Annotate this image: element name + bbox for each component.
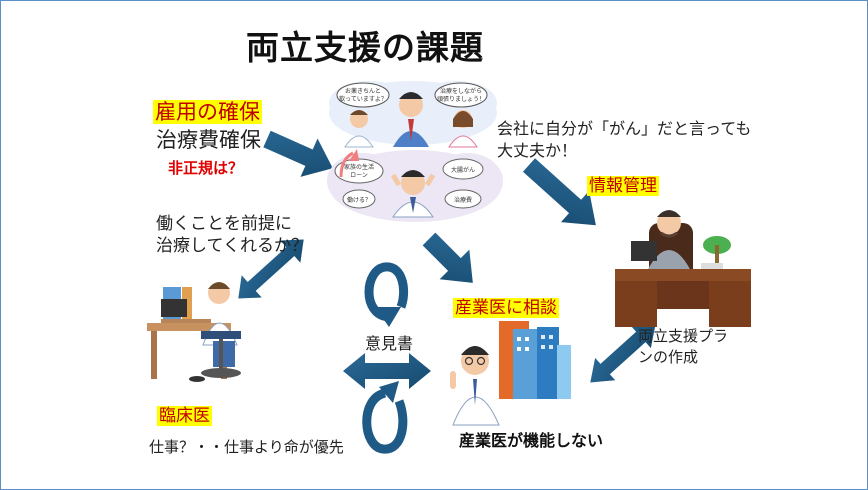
businessman-figure [393, 92, 429, 147]
bubble-bottom-left-2: 働ける？ [347, 196, 371, 204]
occupational-consult-text: 産業医に相談 [453, 298, 559, 318]
bubble-bottom-right-2: 治療費 [454, 196, 472, 204]
irregular-label: 非正規は？ [168, 159, 244, 177]
bubble-bottom-left-1b: ローン [350, 172, 368, 179]
work-question-line-2: 治療してくれるか？ [156, 236, 308, 256]
work-question-label: 働くことを前提に 治療してくれるか？ [156, 213, 308, 257]
employment-text: 雇用の確保 [153, 100, 262, 124]
plan-line-1: 両立支援プラ [638, 327, 729, 345]
clinician-label: 臨床医 [157, 401, 212, 426]
info-management-text: 情報管理 [587, 176, 659, 196]
circular-arrow-bottom [362, 381, 408, 454]
plan-label: 両立支援プラ ンの作成 [638, 326, 728, 368]
arrow-company-to-info [522, 158, 596, 226]
work-question-line-1: 働くことを前提に [156, 214, 292, 234]
arrow-clinician-occupational [343, 353, 431, 389]
treatment-cost-label: 治療費確保 [156, 128, 261, 152]
arrow-employment-to-patient [263, 130, 333, 177]
plan-line-2: ンの作成 [638, 348, 699, 366]
company-quote-line-2: 大丈夫か！ [497, 141, 578, 160]
occupational-fail-label: 産業医が機能しない [459, 431, 604, 450]
nurse-figure [448, 110, 478, 148]
bubble-bottom-left-1a: 家族の生活 [344, 163, 374, 171]
clinician-text: 臨床医 [157, 406, 212, 426]
info-management-label: 情報管理 [587, 171, 659, 196]
arrow-clinician-question [238, 239, 304, 299]
circular-arrow-top [364, 262, 409, 327]
bubble-top-right-2: 頑張りましょう！ [437, 96, 485, 103]
pink-curve-icon [339, 151, 354, 178]
arrow-occupational-plan [590, 323, 656, 383]
arrow-patient-to-occupational [422, 232, 473, 283]
company-quote-line-1: 会社に自分が「がん」だと言っても [497, 119, 752, 138]
worried-man-figure [390, 170, 436, 218]
bubble-bottom-right-1: 大腸がん [451, 166, 475, 174]
company-quote-label: 会社に自分が「がん」だと言っても 大丈夫か！ [497, 118, 751, 162]
bubble-top-left-1: お薬きちんと [345, 87, 381, 95]
occupational-consult-label: 産業医に相談 [453, 293, 559, 318]
bubble-top-right-1: 治療をしながら [440, 87, 482, 95]
page-title: 両立支援の課題 [246, 28, 484, 67]
doctor-figure-left [344, 110, 374, 148]
work-vs-life-label: 仕事？・・仕事より命が優先 [149, 438, 344, 456]
bubble-top-left-2: 飲っていますよ？ [339, 95, 387, 103]
employment-label: 雇用の確保 [153, 96, 262, 126]
opinion-label: 意見書 [365, 334, 414, 353]
